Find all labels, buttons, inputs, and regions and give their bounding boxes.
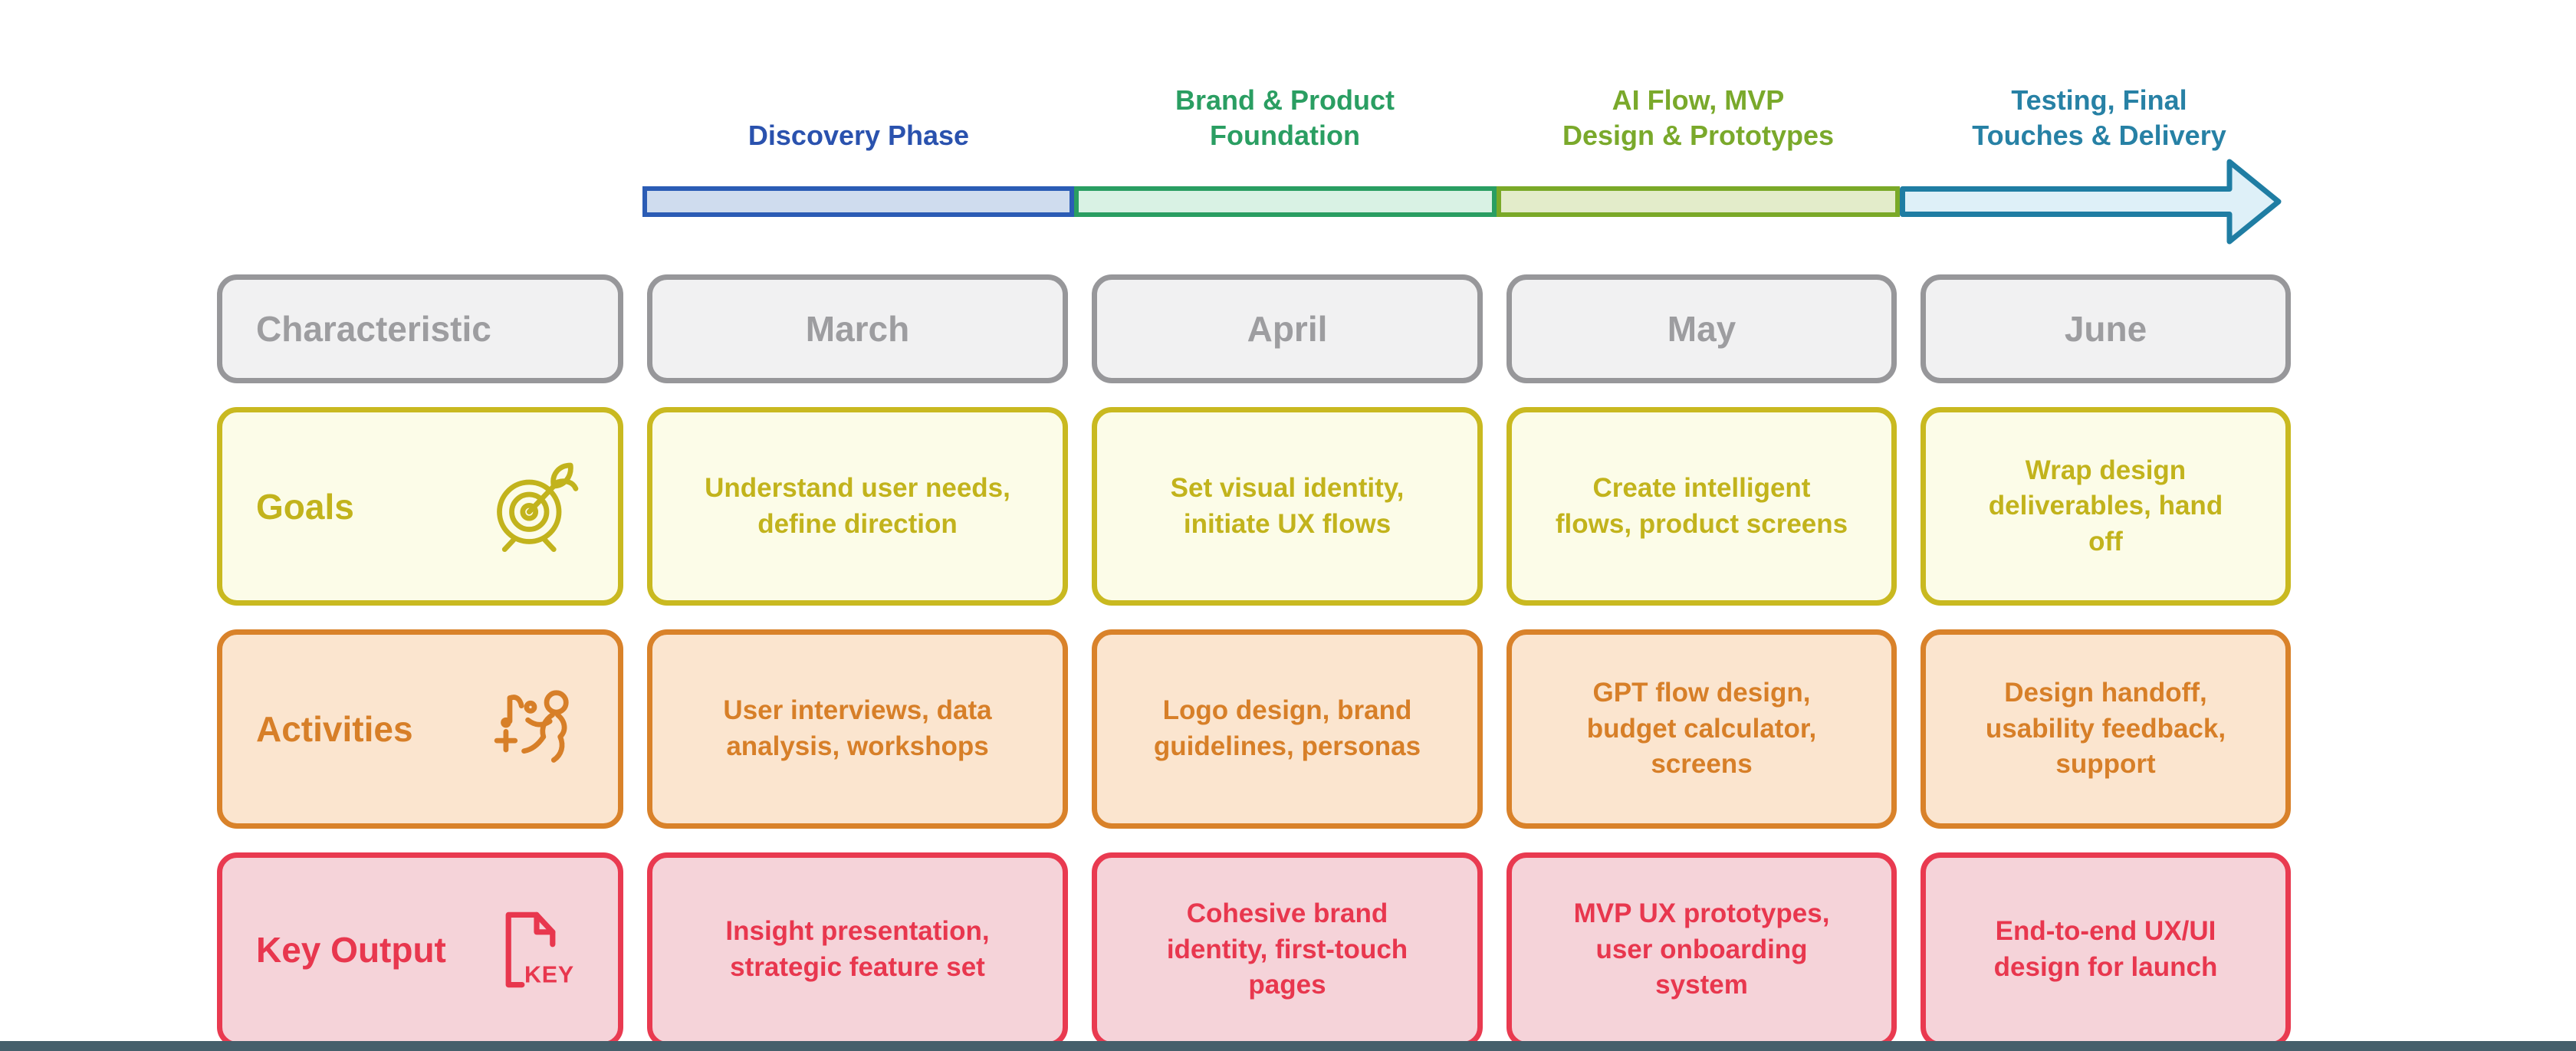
- column-header-text: March: [805, 309, 910, 349]
- column-header-text: Characteristic: [256, 309, 491, 349]
- cell-activities-march: User interviews, data analysis, workshop…: [647, 629, 1068, 829]
- roadmap-table: Characteristic March April May June Goal…: [217, 274, 2291, 1047]
- row-label-text: Activities: [256, 709, 413, 749]
- phase-label-testing-delivery: Testing, Final Touches & Delivery: [1861, 69, 2337, 153]
- cell-goals-may: Create intelligent flows, product screen…: [1506, 407, 1897, 606]
- cell-text: Create intelligent flows, product screen…: [1555, 472, 1848, 539]
- phase-label-ai-mvp: AI Flow, MVP Design & Prototypes: [1460, 69, 1936, 153]
- phase-label-line: Touches & Delivery: [1972, 119, 2226, 151]
- column-header-text: June: [2064, 309, 2147, 349]
- timeline-segment-discovery: [642, 186, 1074, 217]
- cell-activities-may: GPT flow design, budget calculator, scre…: [1506, 629, 1897, 829]
- cell-text: Design handoff, usability feedback, supp…: [1985, 678, 2226, 780]
- cell-goals-march: Understand user needs, define direction: [647, 407, 1068, 606]
- timeline-segment-ai-mvp: [1497, 186, 1900, 217]
- dancing-person-icon: [494, 690, 569, 763]
- timeline-segment-brand-foundation: [1074, 186, 1497, 217]
- cell-text: Logo design, brand guidelines, personas: [1153, 695, 1421, 761]
- column-header-april: April: [1092, 274, 1483, 383]
- phase-label-line: Discovery Phase: [748, 119, 970, 151]
- column-header-march: March: [647, 274, 1068, 383]
- window-bottom-edge-bar: [0, 1041, 2576, 1051]
- key-document-icon: KEY: [505, 911, 574, 987]
- cell-text: Wrap design deliverables, hand off: [1988, 455, 2223, 557]
- column-header-june: June: [1921, 274, 2291, 383]
- cell-keyoutput-march: Insight presentation, strategic feature …: [647, 852, 1068, 1047]
- row-label-text: Key Output: [256, 930, 446, 970]
- cell-text: Cohesive brand identity, first-touch pag…: [1166, 898, 1408, 1000]
- phase-label-line: Design & Prototypes: [1562, 119, 1835, 151]
- row-label-goals: Goals: [217, 407, 623, 606]
- phase-label-line: AI Flow, MVP: [1612, 84, 1785, 116]
- row-label-activities: Activities: [217, 629, 623, 829]
- row-label-key-output: Key Output KEY: [217, 852, 623, 1047]
- phase-label-discovery: Discovery Phase: [621, 69, 1096, 153]
- cell-text: Understand user needs, define direction: [705, 472, 1010, 539]
- project-timeline: Discovery Phase Brand & Product Foundati…: [642, 69, 2306, 261]
- cell-activities-june: Design handoff, usability feedback, supp…: [1921, 629, 2291, 829]
- cell-text: MVP UX prototypes, user onboarding syste…: [1573, 898, 1830, 1000]
- cell-goals-april: Set visual identity, initiate UX flows: [1092, 407, 1483, 606]
- phase-label-line: Testing, Final: [2011, 84, 2187, 116]
- column-header-text: April: [1247, 309, 1328, 349]
- row-label-text: Goals: [256, 486, 354, 527]
- cell-activities-april: Logo design, brand guidelines, personas: [1092, 629, 1483, 829]
- phase-label-brand-foundation: Brand & Product Foundation: [1047, 69, 1523, 153]
- cell-text: End-to-end UX/UI design for launch: [1993, 916, 2218, 982]
- cell-text: Set visual identity, initiate UX flows: [1170, 472, 1405, 539]
- timeline-arrow: [1900, 159, 2282, 245]
- column-header-text: May: [1667, 309, 1737, 349]
- key-icon-text: KEY: [524, 961, 574, 987]
- cell-keyoutput-may: MVP UX prototypes, user onboarding syste…: [1506, 852, 1897, 1047]
- target-arrow-icon: [497, 462, 579, 552]
- cell-keyoutput-june: End-to-end UX/UI design for launch: [1921, 852, 2291, 1047]
- cell-goals-june: Wrap design deliverables, hand off: [1921, 407, 2291, 606]
- cell-text: GPT flow design, budget calculator, scre…: [1586, 678, 1817, 780]
- cell-keyoutput-april: Cohesive brand identity, first-touch pag…: [1092, 852, 1483, 1047]
- column-header-characteristic: Characteristic: [217, 274, 623, 383]
- column-header-may: May: [1506, 274, 1897, 383]
- cell-text: User interviews, data analysis, workshop…: [723, 695, 992, 761]
- cell-text: Insight presentation, strategic feature …: [725, 916, 990, 982]
- phase-label-line: Foundation: [1210, 119, 1360, 151]
- phase-label-line: Brand & Product: [1175, 84, 1395, 116]
